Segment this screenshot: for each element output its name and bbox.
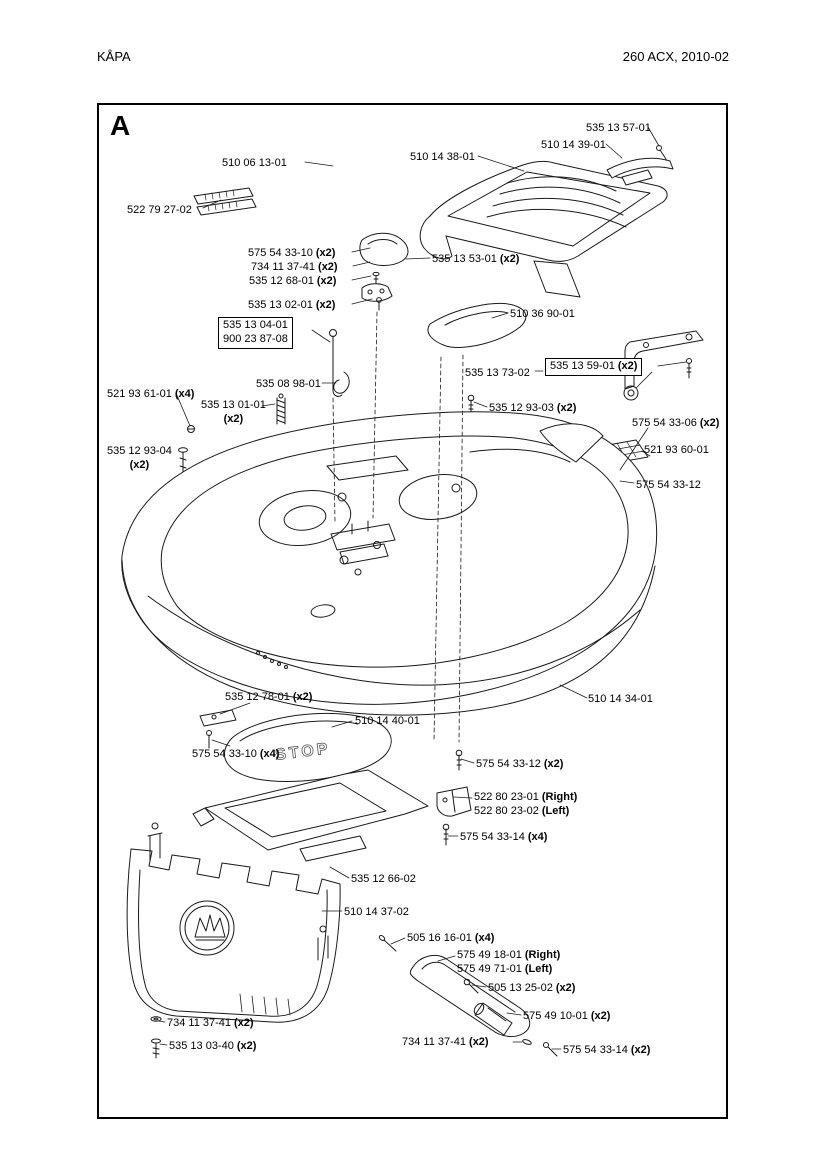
part-label: 535 13 57-01 [586, 122, 651, 134]
fasteners-bottom-drawing [150, 1016, 162, 1059]
pin-hook-drawing [329, 329, 350, 397]
part-label: 510 14 39-01 [541, 139, 606, 151]
part-label: 575 54 33-10(x2) [248, 247, 336, 259]
part-label: 505 13 25-02(x2) [488, 982, 576, 994]
part-label: 575 54 33-06(x2) [632, 417, 720, 429]
part-label: 535 08 98-01 [256, 378, 321, 390]
part-label: 734 11 37-41(x2) [167, 1017, 254, 1029]
part-label: 535 12 78-01(x2) [225, 691, 313, 703]
front-body-drawing [126, 822, 341, 1023]
part-label: 505 16 16-01(x4) [407, 932, 495, 944]
part-label: 575 54 33-14(x2) [563, 1044, 651, 1056]
part-label: 575 54 33-10(x4) [192, 748, 280, 760]
mid-fasteners-drawing [436, 749, 472, 846]
part-label: 535 13 02-01(x2) [248, 299, 336, 311]
part-label: 522 80 23-02(Left) [474, 805, 570, 817]
part-label: 535 12 68-01(x2) [249, 275, 337, 287]
part-label-boxed: 535 13 59-01(x2) [545, 358, 643, 376]
part-label: 510 14 38-01 [410, 151, 475, 163]
page-title: KÅPA [97, 49, 131, 64]
part-label: 575 54 33-12 [636, 479, 701, 491]
part-label: 510 06 13-01 [222, 157, 287, 169]
top-cover-drawing [419, 160, 668, 298]
part-label: 535 13 03-40(x2) [169, 1040, 257, 1052]
handle-drawing [606, 145, 674, 186]
part-label: 510 14 37-02 [344, 906, 409, 918]
part-label: 522 79 27-02 [127, 204, 192, 216]
part-label: 521 93 60-01 [644, 444, 709, 456]
part-label: 510 14 34-01 [588, 693, 653, 705]
part-label: 510 14 40-01 [355, 715, 420, 727]
wheel-arm-drawing [378, 935, 558, 1057]
part-label: 575 49 18-01(Right) [457, 949, 561, 961]
main-body-drawing [121, 411, 658, 716]
small-plate-drawing [427, 303, 527, 348]
chassis-tray-drawing [192, 769, 429, 862]
part-label: 535 12 93-03(x2) [489, 402, 577, 414]
part-label: 535 13 73-02 [465, 367, 530, 379]
part-label: 535 13 53-01(x2) [432, 253, 520, 265]
part-label: 575 54 33-12(x2) [476, 758, 564, 770]
part-label: 521 93 61-01(x4) [107, 388, 195, 400]
part-label: 734 11 37-41(x2) [402, 1036, 489, 1048]
part-label: 575 49 71-01(Left) [457, 963, 553, 975]
part-label: 575 49 10-01(x2) [523, 1010, 611, 1022]
logo-sticker-drawing [193, 187, 257, 216]
curved-bracket-drawing [359, 232, 409, 266]
part-label: 535 12 93-04(x2) [107, 445, 172, 471]
part-label: 575 54 33-14(x4) [460, 831, 548, 843]
section-letter: A [110, 110, 131, 141]
leader-lines [158, 126, 687, 1050]
model-reference: 260 ACX, 2010-02 [622, 49, 729, 64]
part-label: 510 36 90-01 [510, 308, 575, 320]
part-label: 522 80 23-01(Right) [474, 791, 578, 803]
part-label: 535 12 66-02 [351, 873, 416, 885]
part-label: 535 13 01-01(x2) [201, 399, 266, 425]
part-label: 734 11 37-41(x2) [251, 261, 338, 273]
stop-button-drawing: STOP [199, 709, 392, 782]
